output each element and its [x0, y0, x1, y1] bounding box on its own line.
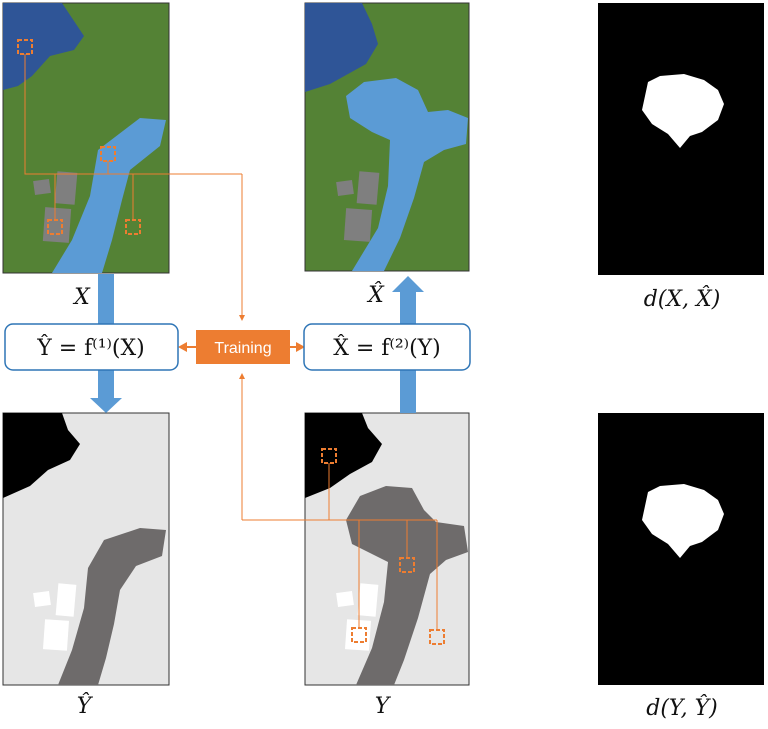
- label-d-y: d(Y, Ŷ): [646, 694, 717, 721]
- training-box: Training: [196, 330, 290, 364]
- patch-marker: [17, 39, 33, 55]
- forward-arrow: [90, 274, 122, 413]
- training-side-arrows: [178, 342, 305, 352]
- patch-marker: [321, 448, 337, 464]
- label-x-hat: X̂: [366, 282, 385, 308]
- patch-marker: [100, 146, 116, 162]
- image-y-hat: [2, 412, 170, 686]
- image-x: [2, 2, 242, 274]
- label-y: Y: [375, 694, 392, 719]
- difference-map-y: [598, 413, 764, 685]
- forward-equation: Ŷ = f⁽¹⁾(X): [36, 334, 145, 361]
- label-d-x: d(X, X̂): [644, 286, 721, 312]
- label-y-hat: Ŷ: [77, 692, 94, 719]
- training-label: Training: [214, 340, 271, 357]
- backward-equation: X̂ = f⁽²⁾(Y): [333, 335, 441, 361]
- forward-model-box: Ŷ = f⁽¹⁾(X): [4, 323, 179, 371]
- image-y: [242, 412, 470, 686]
- label-x: X: [72, 285, 91, 310]
- image-x-hat: [304, 2, 470, 272]
- difference-map-x: [598, 3, 764, 275]
- backward-model-box: X̂ = f⁽²⁾(Y): [303, 323, 471, 371]
- backward-arrow: [392, 276, 424, 413]
